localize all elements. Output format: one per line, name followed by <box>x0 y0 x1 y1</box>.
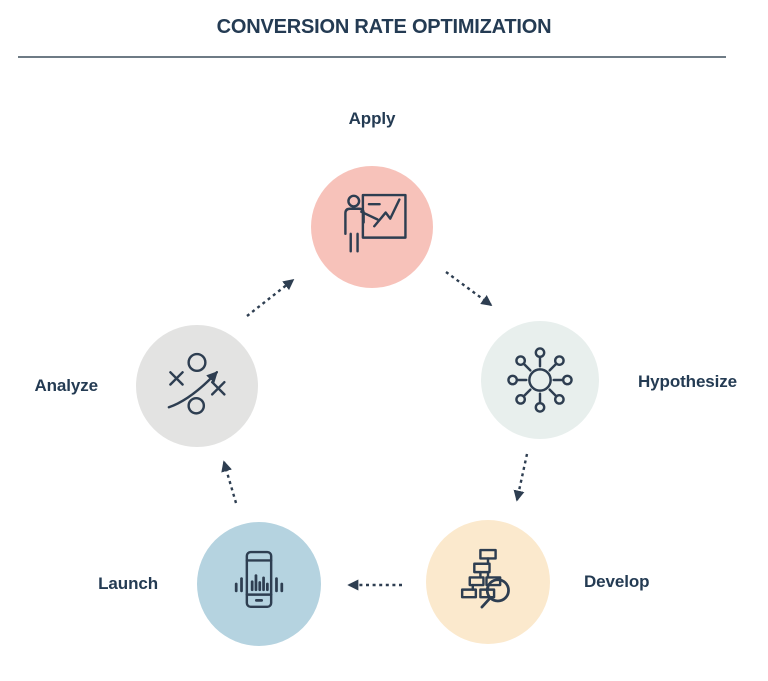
node-develop-circle <box>426 520 550 644</box>
network-hub-icon <box>502 342 578 418</box>
node-apply-label: Apply <box>348 109 396 128</box>
page-title: CONVERSION RATE OPTIMIZATION <box>216 16 552 38</box>
node-analyze-label: Analyze <box>34 376 98 395</box>
sitemap-search-icon <box>450 544 526 620</box>
node-launch-label: Launch <box>98 574 158 593</box>
node-develop-label: Develop <box>584 572 650 591</box>
arrow-analyze-to-apply <box>246 278 295 317</box>
node-hypothesize-circle <box>481 321 599 439</box>
phone-metrics-icon <box>221 546 297 622</box>
title-divider <box>18 56 726 58</box>
node-analyze-circle <box>136 325 258 447</box>
arrow-launch-to-analyze <box>221 460 238 504</box>
node-hypothesize-label: Hypothesize <box>638 372 738 391</box>
node-apply-circle <box>311 166 433 288</box>
presentation-chart-icon <box>334 189 410 265</box>
arrow-hypothesize-to-develop <box>513 453 529 502</box>
arrow-apply-to-hypothesize <box>445 271 493 306</box>
strategy-play-icon <box>159 348 235 424</box>
